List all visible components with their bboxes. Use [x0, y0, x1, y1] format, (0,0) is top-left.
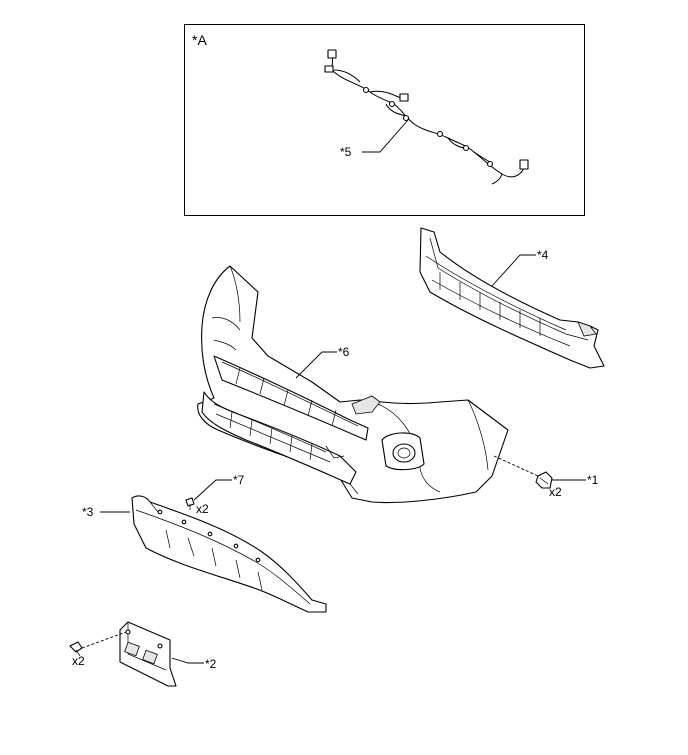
callout-2: *2	[205, 657, 217, 671]
callout-4: *4	[537, 248, 549, 262]
callout-5: *5	[340, 145, 352, 159]
upper-grille-strip	[419, 227, 605, 369]
callout-3: *3	[82, 505, 94, 519]
clip-part-1	[535, 471, 553, 489]
qty-1: x2	[549, 485, 562, 499]
wire-harness	[324, 49, 529, 185]
screw-part-7	[185, 497, 195, 510]
license-bracket	[119, 621, 177, 687]
callout-6: *6	[338, 345, 350, 359]
inset-box: *A *5	[184, 24, 585, 216]
front-bumper-cover	[197, 265, 509, 504]
callout-7: *7	[233, 473, 245, 487]
lower-skid-plate	[131, 495, 327, 613]
callout-1: *1	[587, 473, 599, 487]
qty-7: x2	[196, 502, 209, 516]
qty-2: x2	[72, 654, 85, 668]
bolt-part-2	[69, 641, 83, 657]
inset-label: *A	[192, 32, 207, 48]
